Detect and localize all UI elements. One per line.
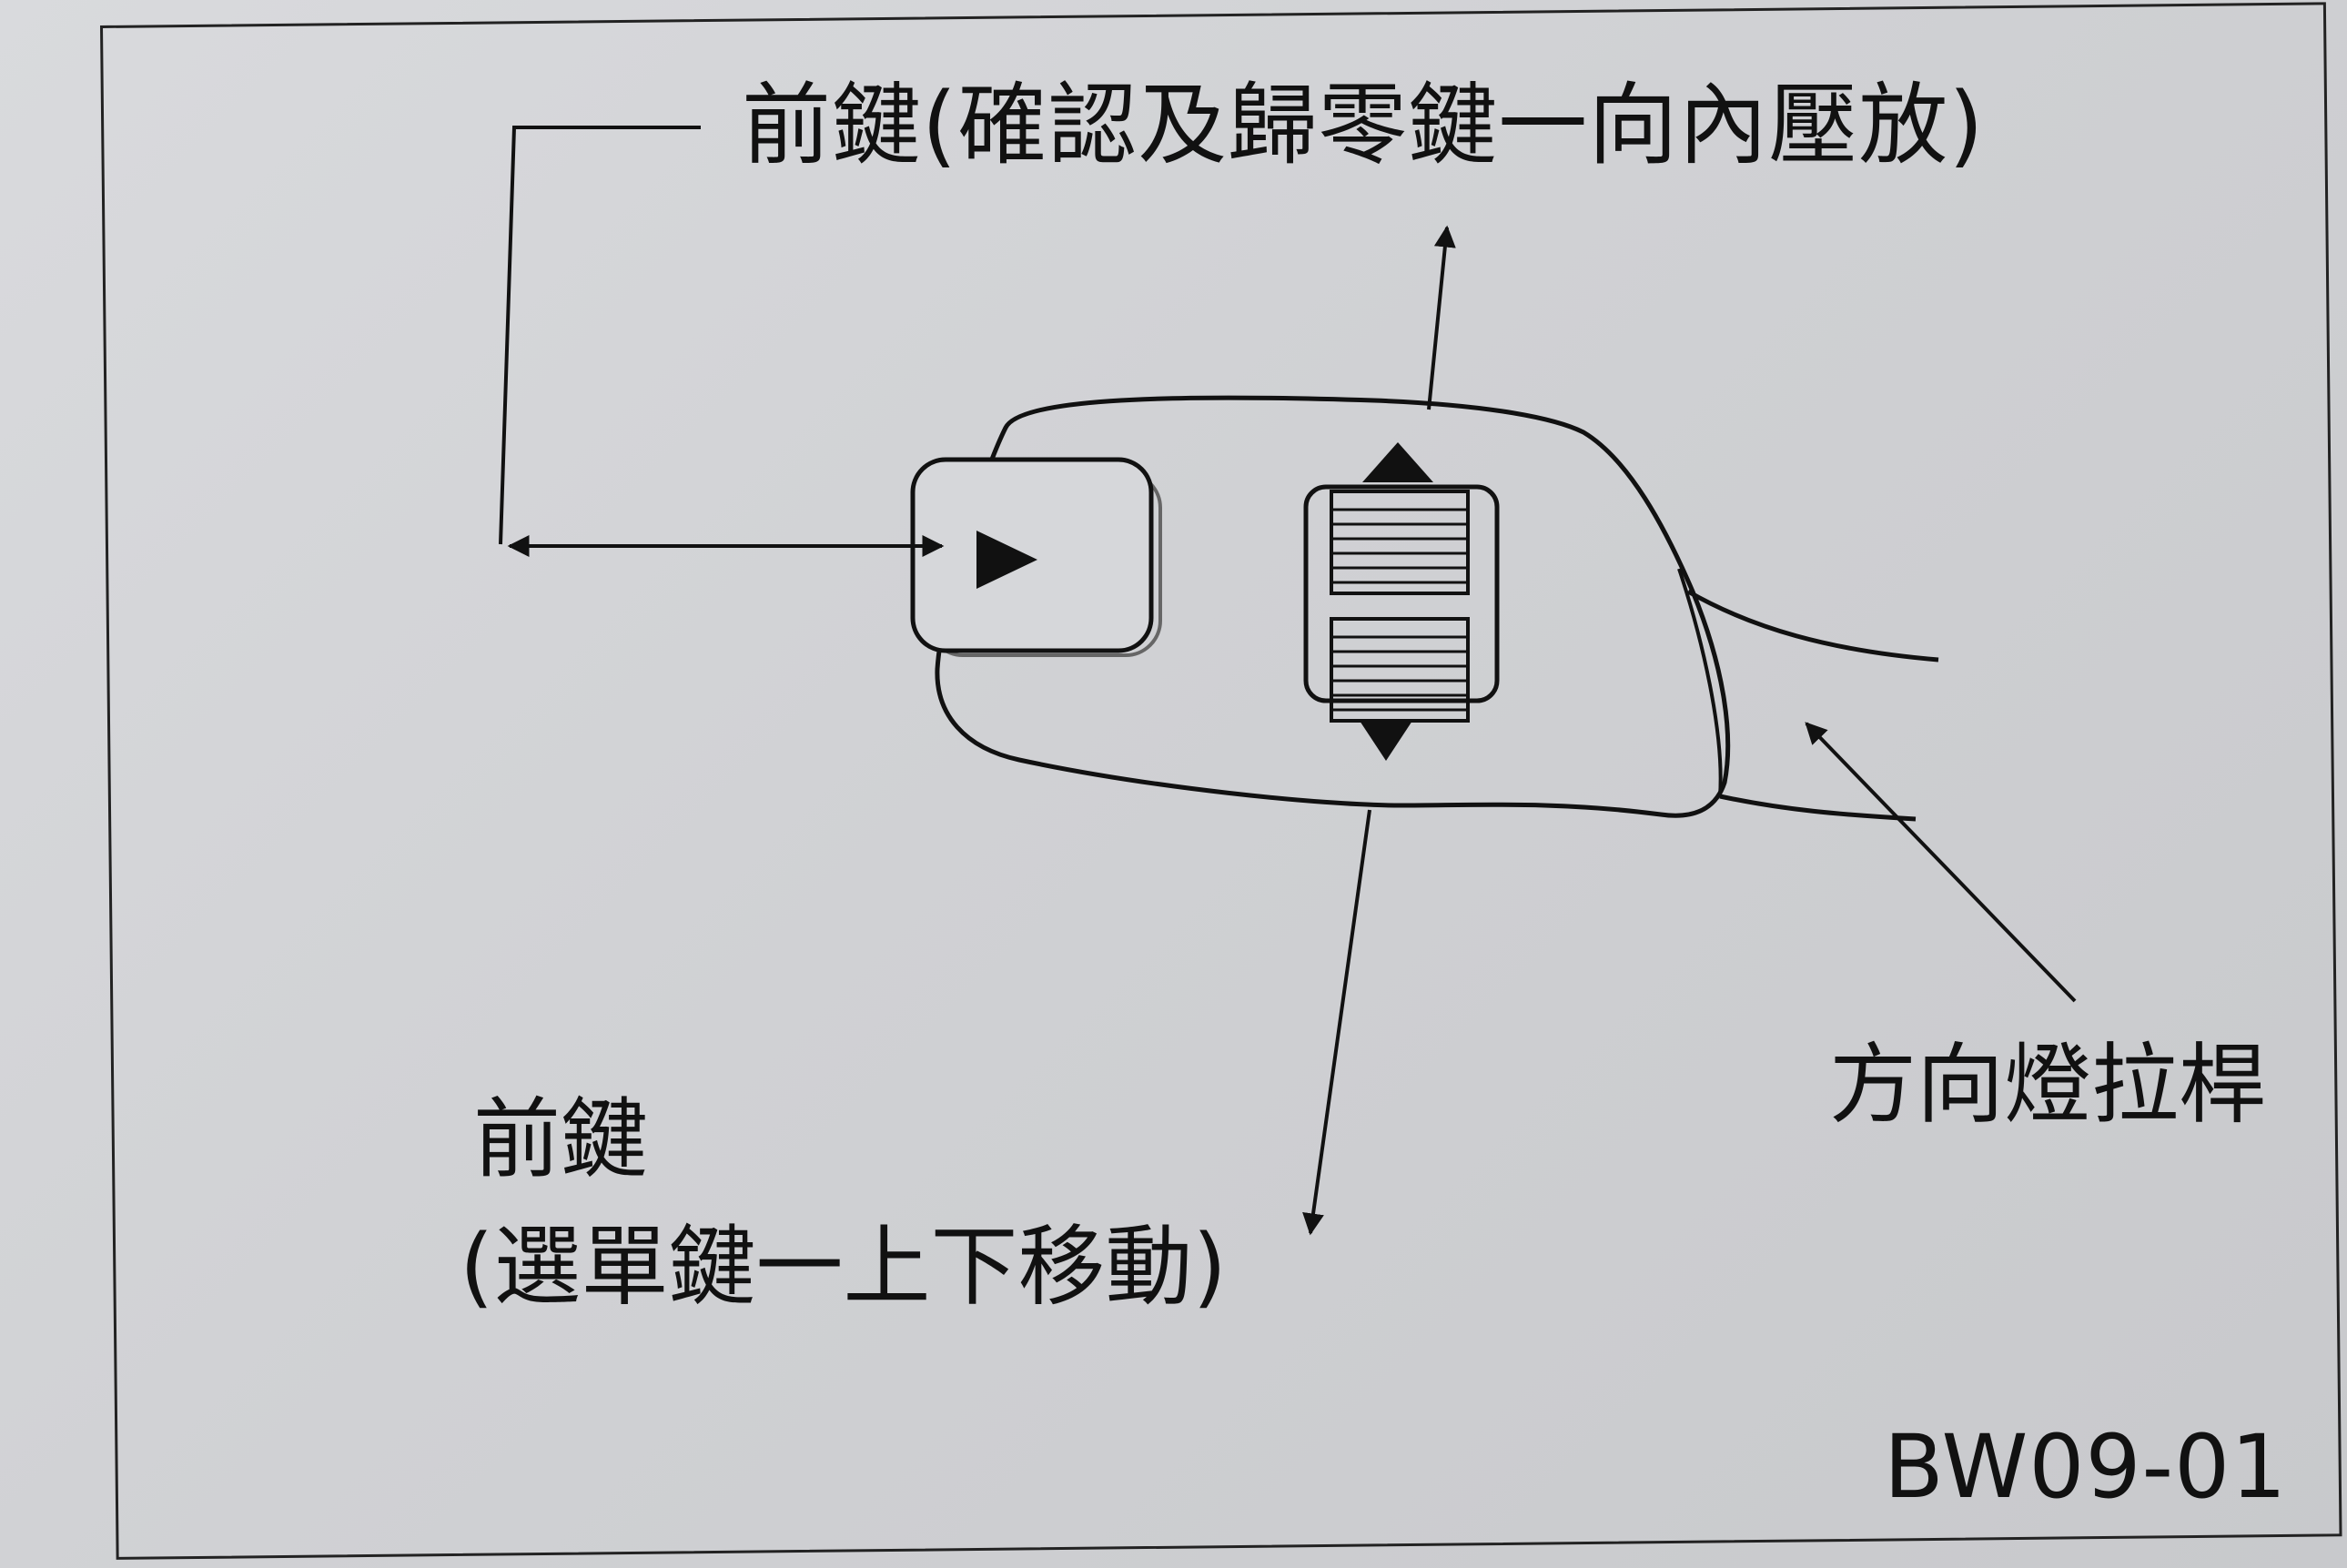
stalk-leader-arrow [1805,722,2077,1003]
up-arrow-icon [1362,442,1433,482]
menu-key-label: (選單鍵一上下移動) [460,1216,1227,1318]
turn-signal-stalk-label: 方向燈拉桿 [1829,1034,2266,1136]
figure-code-label: BW09-01 [1884,1416,2288,1518]
menu-scroll-wheel[interactable] [1303,442,1500,761]
stalk-body [935,395,1939,822]
motion-arrows [499,126,2077,1236]
confirm-button[interactable] [910,457,1162,657]
up-arrow [1427,225,1456,410]
front-key-label: 前鍵 [473,1088,648,1190]
leader-line-top-label [499,126,701,545]
play-icon [976,531,1037,589]
down-arrow-icon [1360,721,1412,761]
front-key-confirm-label: 前鍵(確認及歸零鍵一向內壓放) [742,74,1985,177]
down-arrow [1302,809,1371,1236]
